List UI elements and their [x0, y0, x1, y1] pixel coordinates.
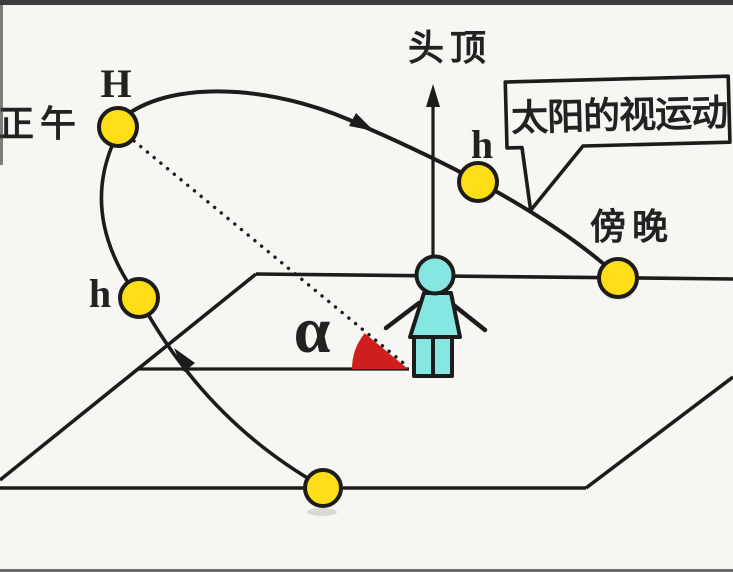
- observer-person-icon: [383, 254, 488, 378]
- elevation-angle-label: α: [294, 294, 331, 367]
- suns: [97, 106, 639, 508]
- sun-morning-icon: [118, 277, 160, 319]
- sun-path: [99, 89, 622, 489]
- top-frame-border: [0, 0, 733, 5]
- path-direction-arrowhead-morning: [174, 348, 195, 372]
- sun-shadow: [307, 508, 337, 516]
- plane-right-edge: [584, 375, 733, 490]
- elevation-angle-sector: [351, 333, 408, 369]
- sun-afternoon-icon: [457, 161, 499, 203]
- left-frame-border: [0, 0, 3, 165]
- sun-noon-icon: [97, 106, 139, 148]
- plane-left-edge: [0, 272, 258, 482]
- sight-line-dotted: [132, 139, 409, 368]
- person-left-leg: [412, 335, 435, 378]
- sun-evening-icon: [597, 257, 639, 299]
- ground-plane: [0, 272, 733, 490]
- horizon-edge: [255, 272, 733, 281]
- bottom-frame-border: [0, 569, 733, 572]
- callout-label: 太阳的视运动: [511, 92, 728, 140]
- zenith-arrowhead: [426, 84, 440, 107]
- person-left-arm: [383, 300, 422, 331]
- sun-sunrise-icon: [303, 468, 343, 508]
- path-morning-segment: [99, 145, 129, 282]
- callout-box: [503, 74, 732, 213]
- zenith-axis: [426, 84, 440, 257]
- path-sunrise-segment: [139, 301, 324, 489]
- callout: 太阳的视运动: [503, 74, 732, 213]
- path-direction-arrowhead-top: [349, 113, 374, 131]
- evening-label: 傍晚: [590, 207, 674, 247]
- noon-label: 正午: [0, 104, 82, 144]
- person-right-arm: [448, 300, 488, 333]
- morning-altitude-label: h: [89, 271, 111, 316]
- afternoon-altitude-label: h: [471, 122, 493, 167]
- person-right-leg: [431, 335, 454, 378]
- noon-altitude-label: H: [100, 61, 131, 106]
- zenith-label: 头顶: [408, 28, 492, 68]
- person-head: [414, 254, 456, 296]
